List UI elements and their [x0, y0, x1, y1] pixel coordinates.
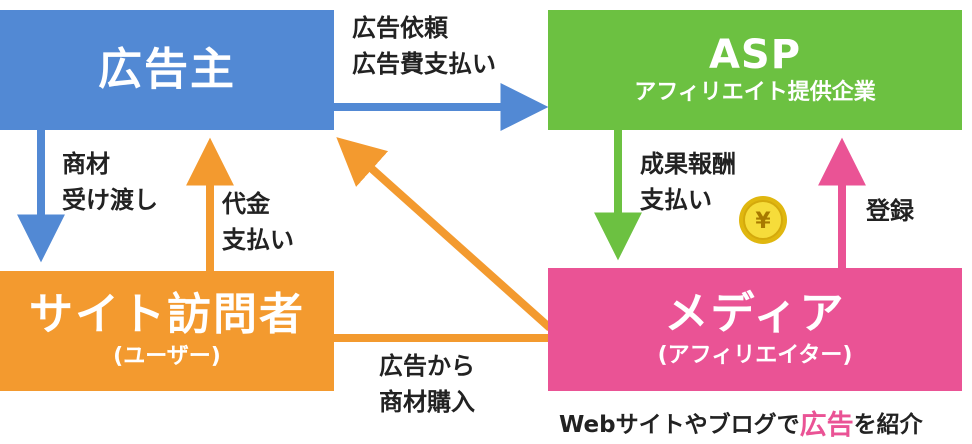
edge-label-line: 支払い — [222, 226, 294, 254]
coin-symbol: ¥ — [755, 209, 771, 234]
edge-label-line: 支払い — [640, 186, 712, 214]
yen-coin-icon: ¥ — [739, 196, 787, 244]
edge-label-advertiser-to-asp: 広告依頼 広告費支払い — [352, 10, 496, 82]
edge-label-line: 受け渡し — [62, 186, 158, 214]
caption-highlight: 広告 — [799, 409, 854, 441]
node-asp: ASP アフィリエイト提供企業 — [548, 10, 962, 130]
edge-label-asp-to-media: 成果報酬 支払い — [640, 146, 736, 218]
edge-label-line: 広告費支払い — [352, 50, 496, 78]
node-media-subtitle: (アフィリエイター) — [657, 342, 853, 368]
edge-label-line: 代金 — [222, 190, 270, 218]
node-advertiser: 広告主 — [0, 10, 334, 130]
node-visitor: サイト訪問者 (ユーザー) — [0, 271, 334, 391]
edge-label-advertiser-to-visitor: 商材 受け渡し — [62, 146, 158, 218]
node-advertiser-title: 広告主 — [98, 43, 236, 95]
caption-text-after: を紹介 — [853, 412, 923, 438]
node-visitor-subtitle: (ユーザー) — [113, 344, 221, 369]
edge-label-line: 広告から — [379, 352, 475, 380]
node-media: メディア (アフィリエイター) — [548, 268, 962, 391]
edge-label-visitor-via-media: 広告から 商材購入 — [379, 348, 475, 420]
node-media-title: メディア — [664, 287, 846, 339]
edge-label-media-to-asp: 登録 — [866, 193, 914, 229]
arrow-media-to-advertiser — [336, 137, 553, 331]
edge-label-visitor-to-advertiser: 代金 支払い — [222, 186, 294, 258]
node-asp-title: ASP — [708, 31, 802, 78]
edge-label-line: 広告依頼 — [352, 14, 448, 42]
caption-text-before: Webサイトやブログで — [559, 412, 800, 438]
edge-label-line: 登録 — [866, 197, 914, 225]
edge-label-line: 商材 — [62, 150, 110, 178]
media-caption: Webサイトやブログで広告を紹介 — [559, 402, 967, 442]
edge-label-line: 成果報酬 — [640, 150, 736, 178]
node-visitor-title: サイト訪問者 — [29, 289, 305, 341]
edge-label-line: 商材購入 — [379, 388, 475, 416]
node-asp-subtitle: アフィリエイト提供企業 — [634, 79, 876, 105]
